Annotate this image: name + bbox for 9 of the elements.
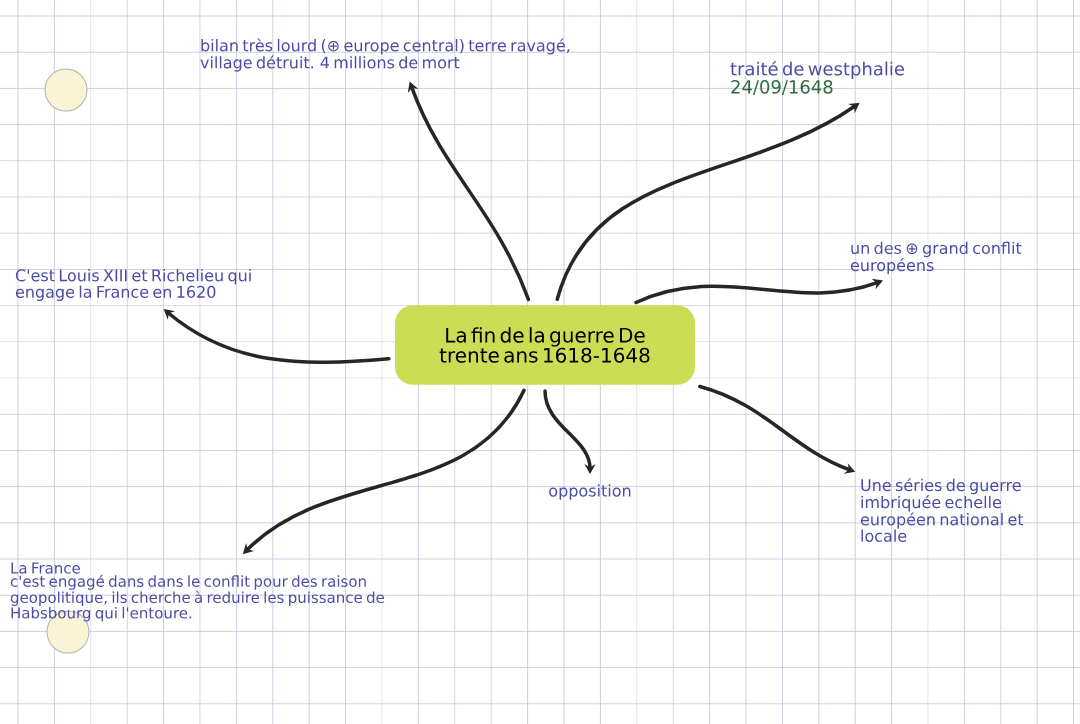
highlighted-topic: La fin de la guerre De trente ans 1618-1648: [395, 305, 695, 385]
arrow: [555, 102, 860, 301]
note-text: La France c'est engagé dans dans le conflit pour des raison geopolitique, ils cherche à reduire les puissance de Habsbourg qui l'entoure.: [10, 562, 385, 622]
note-text: Une séries de guerre imbriquée echelle européen national et locale: [860, 478, 1024, 542]
note-text: bilan très lourd (⊕ europe central) terre ravagé, village détruit. 4 millions de mort: [200, 38, 570, 72]
note-text: un des ⊕ grand conflit européens: [850, 241, 1022, 275]
note-text: opposition: [549, 484, 631, 500]
note-text: traité de westphalie 24/09/1648: [730, 60, 904, 96]
note-text: C'est Louis XIII et Richelieu qui engage la France en 1620: [15, 269, 251, 301]
